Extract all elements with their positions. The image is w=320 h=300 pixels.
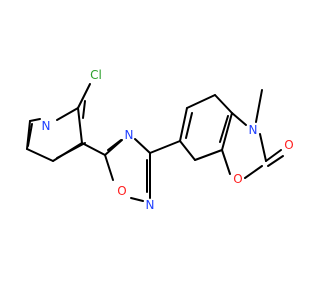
bond-30 (244, 165, 263, 179)
bond-3 (77, 107, 83, 144)
bond-0 (56, 107, 79, 121)
structure-diagram: Cl N N O N N O O (26, 68, 294, 212)
bond-25 (194, 149, 223, 161)
bond-15 (130, 197, 144, 202)
bond-9 (29, 118, 41, 122)
bond-5 (56, 142, 86, 159)
bond-19 (179, 107, 188, 142)
atom-label-oxadiazole-nitrogen-4: N (125, 128, 134, 142)
bond-24 (219, 115, 229, 143)
atom-label-carbonyl-oxygen: O (284, 138, 293, 152)
bond-14 (104, 154, 114, 181)
bond-22 (214, 94, 233, 114)
bond-13 (134, 138, 151, 154)
bond-12 (107, 139, 122, 151)
bond-32 (265, 149, 282, 162)
bond-21 (186, 94, 216, 109)
bond-layer (26, 83, 284, 202)
atom-label-ring-oxygen: O (233, 172, 242, 186)
bond-10 (81, 142, 106, 156)
bond-29 (259, 133, 267, 162)
atom-label-pyridine-nitrogen: N (42, 119, 51, 133)
bond-8 (27, 123, 33, 147)
bond-6 (26, 148, 54, 162)
bond-31 (255, 89, 263, 123)
bond-26 (179, 140, 196, 161)
molecule-canvas: Cl N N O N N O O (26, 68, 294, 212)
bond-1 (82, 100, 86, 119)
atom-label-oxadiazole-nitrogen-2: N (146, 198, 155, 212)
atom-label-layer: Cl N N O N N O O (42, 68, 294, 212)
bond-27 (231, 112, 247, 126)
bond-20 (185, 112, 193, 139)
atom-label-oxadiazole-oxygen: O (117, 184, 126, 198)
bond-23 (221, 112, 233, 151)
bond-28 (221, 149, 231, 175)
bond-2 (77, 83, 91, 109)
bond-33 (267, 155, 284, 167)
bond-18 (149, 140, 181, 154)
atom-label-chlorine: Cl (90, 68, 102, 82)
atom-label-benzoxazolone-nitrogen: N (249, 123, 258, 137)
